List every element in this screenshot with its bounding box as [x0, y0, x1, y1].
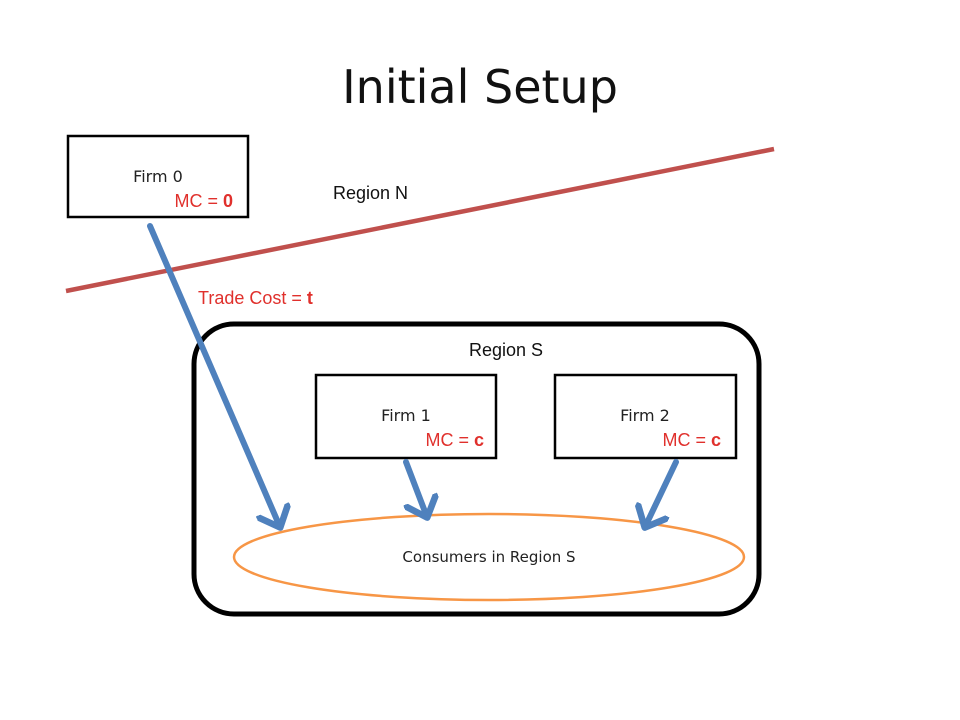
firm-0-mc: MC = 0	[174, 191, 233, 211]
firm-1-box: Firm 1 MC = c	[314, 373, 498, 460]
consumers-ellipse	[232, 512, 746, 602]
slide-title: Initial Setup	[342, 60, 618, 114]
region-divider-line	[65, 146, 775, 294]
firm-0-to-consumers-arrow	[147, 223, 280, 527]
region-n-label: Region N	[333, 183, 408, 203]
consumers-label: Consumers in Region S	[402, 548, 575, 566]
firm-2-box: Firm 2 MC = c	[553, 373, 738, 460]
firm-1-to-consumers-arrow	[403, 459, 427, 517]
firm-2-mc: MC = c	[662, 430, 721, 450]
region-s-box	[191, 321, 762, 617]
firm-2-to-consumers-arrow	[645, 459, 679, 527]
firm-0-box: Firm 0 MC = 0	[66, 134, 250, 219]
firm-0-name: Firm 0	[133, 167, 183, 186]
firm-1-mc: MC = c	[425, 430, 484, 450]
firm-1-name: Firm 1	[381, 406, 431, 425]
region-s-label: Region S	[469, 340, 543, 360]
trade-cost-label: Trade Cost = t	[198, 288, 313, 308]
firm-2-name: Firm 2	[620, 406, 670, 425]
